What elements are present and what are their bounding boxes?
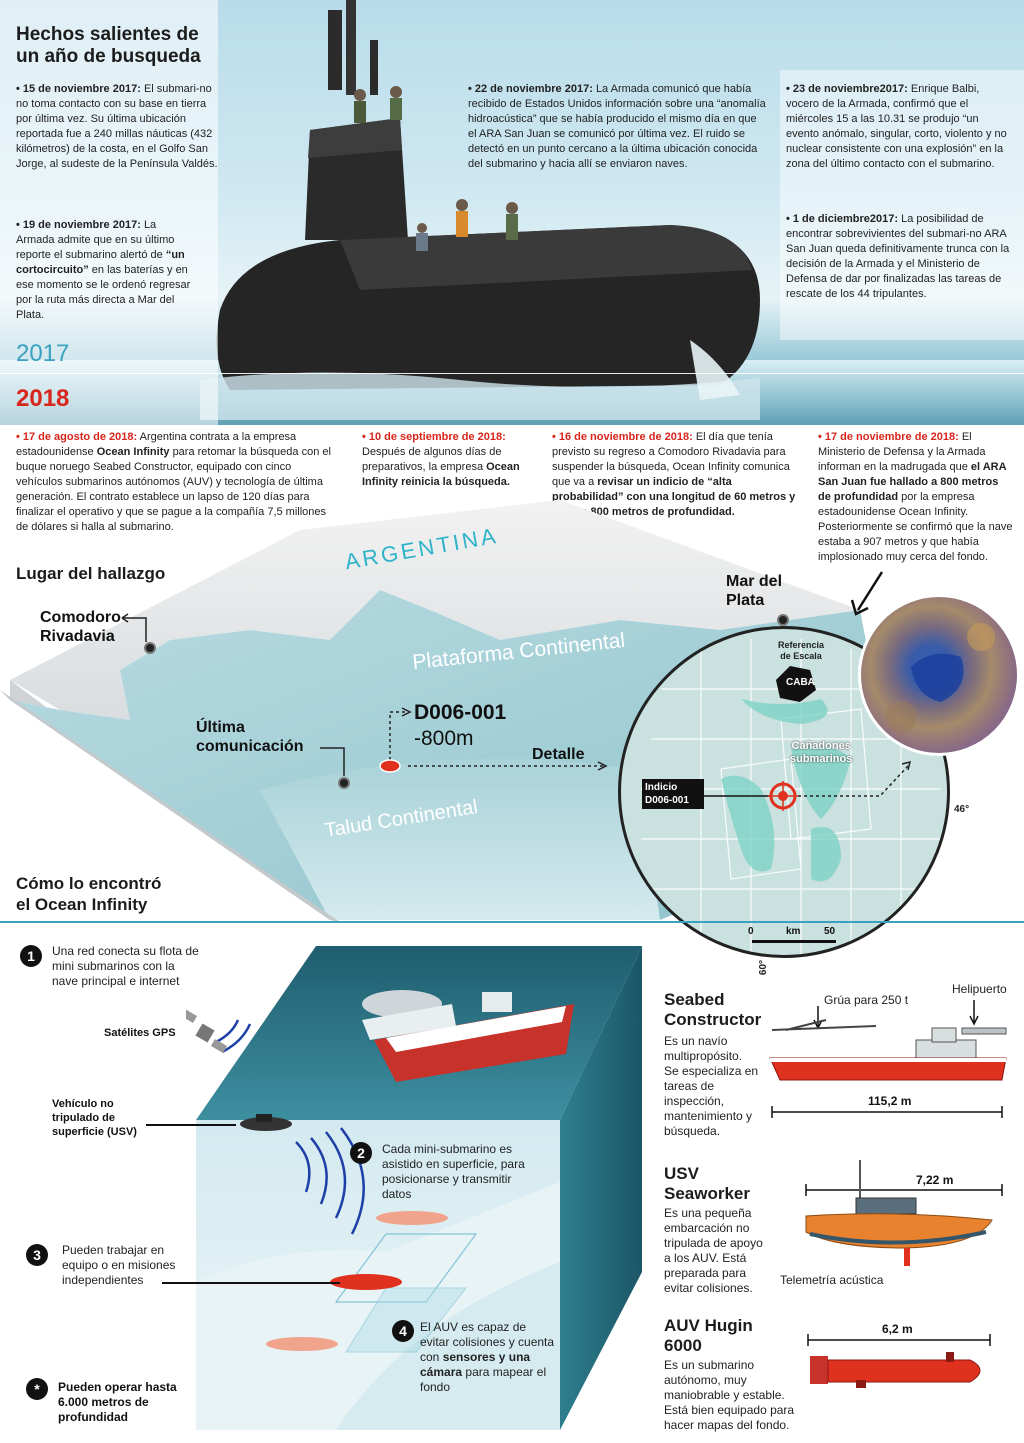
longitude-label: 60° [758, 959, 770, 976]
step-4-text: El AUV es capaz de evitar colisiones y c… [420, 1320, 555, 1394]
step-4-badge: 4 [392, 1320, 414, 1342]
year-divider [0, 373, 1024, 374]
year-2017-label: 2017 [16, 340, 70, 367]
event-2017-nov-19: •19 de noviembre 2017: La Armada admite … [16, 219, 191, 321]
indicio-pointer [704, 760, 912, 811]
sonar-image [858, 594, 1020, 756]
target-id: D006-001 [414, 701, 507, 724]
step-1-text: Una red conecta su flota de mini submari… [52, 944, 199, 988]
event-2017-nov-23: •23 de noviembre2017: Enrique Balbi, voc… [786, 83, 1007, 170]
vehicle-1-crane-label: Grúa para 250 t [824, 993, 909, 1007]
comodoro-pointer [121, 613, 147, 642]
vehicle-1-length: 115,2 m [868, 1094, 912, 1108]
vehicle-3-desc: Es un submarino autónomo, muy maniobrabl… [664, 1358, 795, 1432]
event-2017-nov-22: •22 de noviembre 2017: La Armada comunic… [468, 83, 766, 170]
photo-pointer [850, 571, 884, 616]
auv-hugin-drawing [807, 1334, 991, 1388]
vehicle-1-helipad-label: Helipuerto [952, 982, 1007, 996]
step-2-badge: 2 [350, 1142, 372, 1164]
caba-label: CABA [786, 677, 815, 688]
gps-label: Satélites GPS [104, 1027, 176, 1039]
scale-zero: 0 [748, 926, 754, 937]
step-3-badge: 3 [26, 1244, 48, 1266]
step-1-badge: 1 [20, 945, 42, 967]
target-pointer [379, 707, 608, 773]
vehicle-1-title: Seabed Constructor [664, 990, 762, 1029]
ultima-marker [338, 777, 350, 789]
event-2018-aug-17: •17 de agosto de 2018: Argentina contrat… [16, 431, 331, 533]
step-3-pointer-line [162, 1282, 340, 1284]
vehicle-2-title: USV Seaworker [664, 1164, 750, 1203]
usv-seaworker-drawing [805, 1160, 1003, 1266]
mar-del-plata-marker [777, 614, 789, 626]
scale-fifty: 50 [824, 926, 836, 937]
submarine-photo [200, 0, 760, 420]
event-2018-sep-10: •10 de septiembre de 2018: Después de al… [362, 431, 520, 488]
step-3-text: Pueden trabajar en equipo o en misiones … [62, 1243, 176, 1287]
star-text: Pueden operar hasta 6.000 metros de prof… [58, 1380, 177, 1424]
star-badge: * [26, 1378, 48, 1400]
usv-label: Vehículo no tripulado de superficie (USV… [52, 1098, 137, 1138]
scale-unit: km [786, 926, 801, 937]
scale-bar [752, 940, 836, 943]
vehicle-3-length: 6,2 m [882, 1322, 913, 1336]
right-text-panel [780, 70, 1024, 340]
page-title: Hechos salientes de un año de busqueda [16, 24, 201, 67]
event-2017-nov-15: •15 de noviembre 2017: El submari-no no … [16, 83, 218, 170]
vehicle-2-length: 7,22 m [916, 1173, 954, 1187]
vehicle-1-desc: Es un navío multipropósito. Se especiali… [664, 1034, 759, 1138]
ultima-pointer [320, 747, 345, 776]
step-2-text: Cada mini-submarino es asistido en super… [382, 1142, 525, 1201]
event-2018-nov-17: •17 de noviembre de 2018: El Ministerio … [818, 431, 1013, 563]
vehicle-2-telemetry-label: Telemetría acústica [780, 1273, 884, 1287]
vehicle-3-title: AUV Hugin 6000 [664, 1316, 753, 1355]
year-2018-label: 2018 [16, 385, 70, 412]
vehicle-2-desc: Es una pequeña embarcación no tripulada … [664, 1206, 763, 1295]
ocean-cube-illustration [186, 946, 642, 1430]
caba-shape [776, 666, 816, 702]
comodoro-marker [144, 642, 156, 654]
map-section-title: Lugar del hallazgo [16, 564, 166, 583]
left-text-panel [0, 0, 218, 425]
event-2017-dec-1: •1 de diciembre2017: La posibilidad de e… [786, 213, 1010, 300]
event-2018-nov-16: •16 de noviembre de 2018: El día que ten… [552, 431, 796, 518]
section-divider [0, 921, 1024, 923]
detalle-label: Detalle [532, 746, 585, 763]
latitude-label: 46° [954, 804, 970, 815]
target-depth: -800m [414, 727, 474, 750]
seabed-constructor-drawing [769, 1000, 1007, 1118]
usv-pointer-line [146, 1124, 236, 1126]
